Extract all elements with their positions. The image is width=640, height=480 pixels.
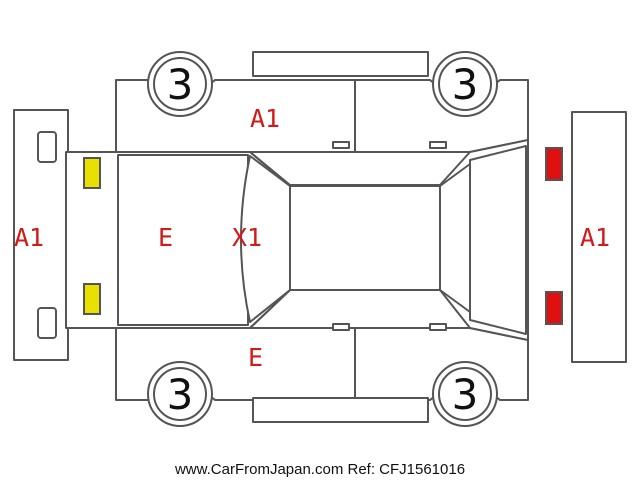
code-rear-bumper: A1 [580,223,610,252]
lower-roof-rail [252,397,429,423]
rear-lamp-upper [545,147,563,181]
rear-lamp-lower [545,291,563,325]
code-windshield: X1 [232,223,262,252]
lower-front-door-handle [332,323,350,331]
rear-bumper [571,111,627,363]
footer-reference: www.CarFromJapan.com Ref: CFJ1561016 [174,461,465,478]
code-front-bumper: A1 [14,223,44,252]
a-pillar-bottom [249,289,291,329]
wheel-front-left-grade: 3 [167,60,194,109]
upper-front-door-handle [332,141,350,149]
front-bumper-upper-vent [37,131,57,163]
wheel-rear-right: 3 [432,361,498,427]
wheel-rear-left-grade: 3 [452,60,479,109]
trunk [469,145,527,335]
code-lower-side: E [248,343,263,372]
roof [289,185,441,291]
code-hood: E [158,223,173,252]
wheel-front-left: 3 [147,51,213,117]
upper-rear-door-handle [429,141,447,149]
front-lamp-lower [83,283,101,315]
windshield [240,155,291,323]
front-bumper-lower-vent [37,307,57,339]
front-lamp-upper [83,157,101,189]
front-bumper [13,109,69,361]
upper-roof-rail [252,51,429,77]
hood [117,154,249,326]
a-pillar-top [249,151,291,187]
rear-window [439,163,471,313]
lower-rear-door-handle [429,323,447,331]
wheel-rear-right-grade: 3 [452,370,479,419]
wheel-rear-left: 3 [432,51,498,117]
code-upper-side: A1 [250,104,280,133]
wheel-front-right: 3 [147,361,213,427]
wheel-front-right-grade: 3 [167,370,194,419]
